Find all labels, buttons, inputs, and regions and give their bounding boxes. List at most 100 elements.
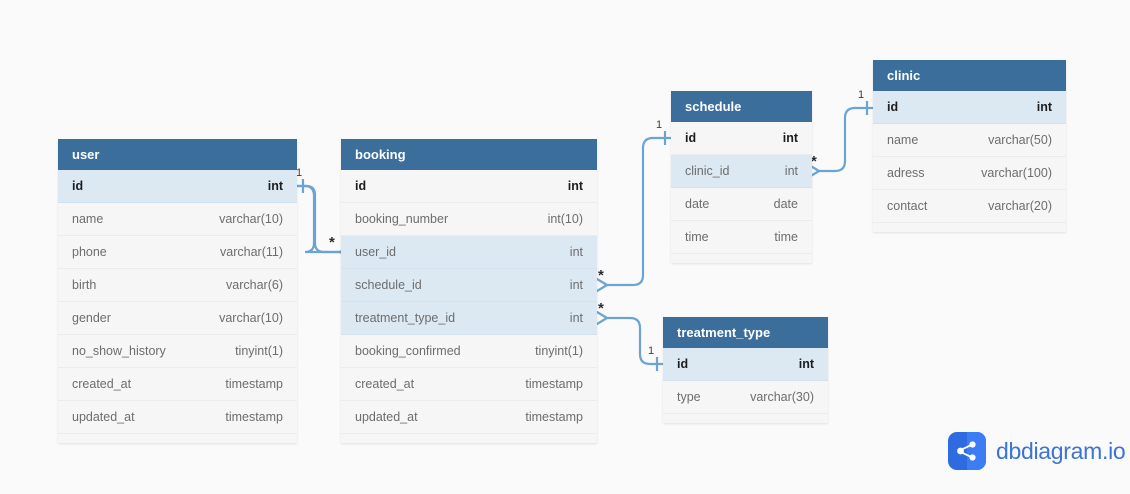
- field-type: varchar(11): [220, 244, 283, 259]
- field-type: int: [1036, 99, 1052, 114]
- table-row[interactable]: birth varchar(6): [58, 269, 297, 302]
- table-row[interactable]: adress varchar(100): [873, 157, 1066, 190]
- field-type: int: [267, 178, 283, 193]
- table-row[interactable]: date date: [671, 188, 812, 221]
- table-footer: [663, 414, 828, 423]
- field-type: timestamp: [525, 409, 583, 424]
- field-type: int: [569, 310, 583, 325]
- field-name: name: [887, 132, 919, 147]
- field-name: schedule_id: [355, 277, 422, 292]
- table-schedule[interactable]: schedule id int clinic_id int date date …: [671, 91, 812, 263]
- field-type: varchar(6): [226, 277, 283, 292]
- table-footer: [873, 223, 1066, 232]
- field-type: varchar(10): [219, 211, 283, 226]
- field-name: created_at: [72, 376, 132, 391]
- field-name: updated_at: [355, 409, 418, 424]
- field-type: timestamp: [225, 409, 283, 424]
- table-footer: [58, 434, 297, 443]
- table-row[interactable]: no_show_history tinyint(1): [58, 335, 297, 368]
- table-row[interactable]: updated_at timestamp: [58, 401, 297, 434]
- field-type: tinyint(1): [235, 343, 283, 358]
- table-clinic[interactable]: clinic id int name varchar(50) adress va…: [873, 60, 1066, 232]
- field-type: int: [784, 163, 798, 178]
- svg-text:*: *: [329, 234, 335, 251]
- field-name: contact: [887, 198, 928, 213]
- field-name: booking_number: [355, 211, 449, 226]
- field-type: int: [567, 178, 583, 193]
- table-row[interactable]: schedule_id int: [341, 269, 597, 302]
- field-type: tinyint(1): [535, 343, 583, 358]
- field-type: timestamp: [225, 376, 283, 391]
- table-treatment-type-title: treatment_type: [663, 317, 828, 348]
- field-name: time: [685, 229, 709, 244]
- field-type: varchar(30): [750, 389, 814, 404]
- table-row[interactable]: id int: [58, 170, 297, 203]
- table-schedule-title: schedule: [671, 91, 812, 122]
- table-footer: [341, 434, 597, 443]
- field-name: treatment_type_id: [355, 310, 456, 325]
- field-name: type: [677, 389, 701, 404]
- svg-text:1: 1: [656, 119, 662, 131]
- table-row[interactable]: treatment_type_id int: [341, 302, 597, 335]
- table-row[interactable]: updated_at timestamp: [341, 401, 597, 434]
- table-row[interactable]: time time: [671, 221, 812, 254]
- table-booking[interactable]: booking id int booking_number int(10) us…: [341, 139, 597, 443]
- field-name: birth: [72, 277, 97, 292]
- relation-schedule-booking: 1 *: [595, 119, 671, 293]
- field-type: varchar(10): [219, 310, 283, 325]
- field-type: varchar(20): [988, 198, 1052, 213]
- table-user-title: user: [58, 139, 297, 170]
- table-clinic-title: clinic: [873, 60, 1066, 91]
- table-row[interactable]: id int: [341, 170, 597, 203]
- table-row[interactable]: booking_confirmed tinyint(1): [341, 335, 597, 368]
- field-type: timestamp: [525, 376, 583, 391]
- table-booking-title: booking: [341, 139, 597, 170]
- table-row[interactable]: created_at timestamp: [58, 368, 297, 401]
- field-type: varchar(50): [988, 132, 1052, 147]
- field-name: id: [677, 356, 689, 371]
- field-name: no_show_history: [72, 343, 166, 358]
- table-user[interactable]: user id int name varchar(10) phone varch…: [58, 139, 297, 443]
- field-name: user_id: [355, 244, 396, 259]
- field-name: id: [72, 178, 84, 193]
- table-row[interactable]: phone varchar(11): [58, 236, 297, 269]
- field-name: created_at: [355, 376, 415, 391]
- svg-text:1: 1: [648, 345, 654, 357]
- table-row[interactable]: id int: [663, 348, 828, 381]
- table-row[interactable]: name varchar(50): [873, 124, 1066, 157]
- svg-text:*: *: [598, 267, 604, 284]
- field-type: date: [773, 196, 798, 211]
- table-row[interactable]: gender varchar(10): [58, 302, 297, 335]
- relation-clinic-schedule: 1 *: [807, 89, 873, 179]
- table-row[interactable]: type varchar(30): [663, 381, 828, 414]
- table-row[interactable]: clinic_id int: [671, 155, 812, 188]
- table-row[interactable]: contact varchar(20): [873, 190, 1066, 223]
- table-row[interactable]: id int: [873, 91, 1066, 124]
- field-name: booking_confirmed: [355, 343, 461, 358]
- table-treatment-type[interactable]: treatment_type id int type varchar(30): [663, 317, 828, 423]
- field-type: varchar(100): [981, 165, 1052, 180]
- field-name: name: [72, 211, 104, 226]
- field-name: id: [355, 178, 367, 193]
- table-row[interactable]: created_at timestamp: [341, 368, 597, 401]
- table-row[interactable]: booking_number int(10): [341, 203, 597, 236]
- dbdiagram-wordmark: dbdiagram.io: [996, 437, 1126, 464]
- share-nodes-icon: [948, 432, 986, 470]
- table-row[interactable]: id int: [671, 122, 812, 155]
- field-name: phone: [72, 244, 107, 259]
- dbdiagram-logo[interactable]: dbdiagram.io: [948, 432, 1126, 470]
- field-type: int(10): [547, 211, 583, 226]
- table-footer: [671, 254, 812, 263]
- svg-text:*: *: [598, 300, 604, 317]
- field-name: id: [887, 99, 899, 114]
- svg-text:1: 1: [858, 89, 864, 101]
- field-type: time: [774, 229, 798, 244]
- table-row[interactable]: name varchar(10): [58, 203, 297, 236]
- field-name: date: [685, 196, 710, 211]
- field-type: int: [798, 356, 814, 371]
- field-name: id: [685, 130, 697, 145]
- field-name: adress: [887, 165, 925, 180]
- field-name: updated_at: [72, 409, 135, 424]
- table-row[interactable]: user_id int: [341, 236, 597, 269]
